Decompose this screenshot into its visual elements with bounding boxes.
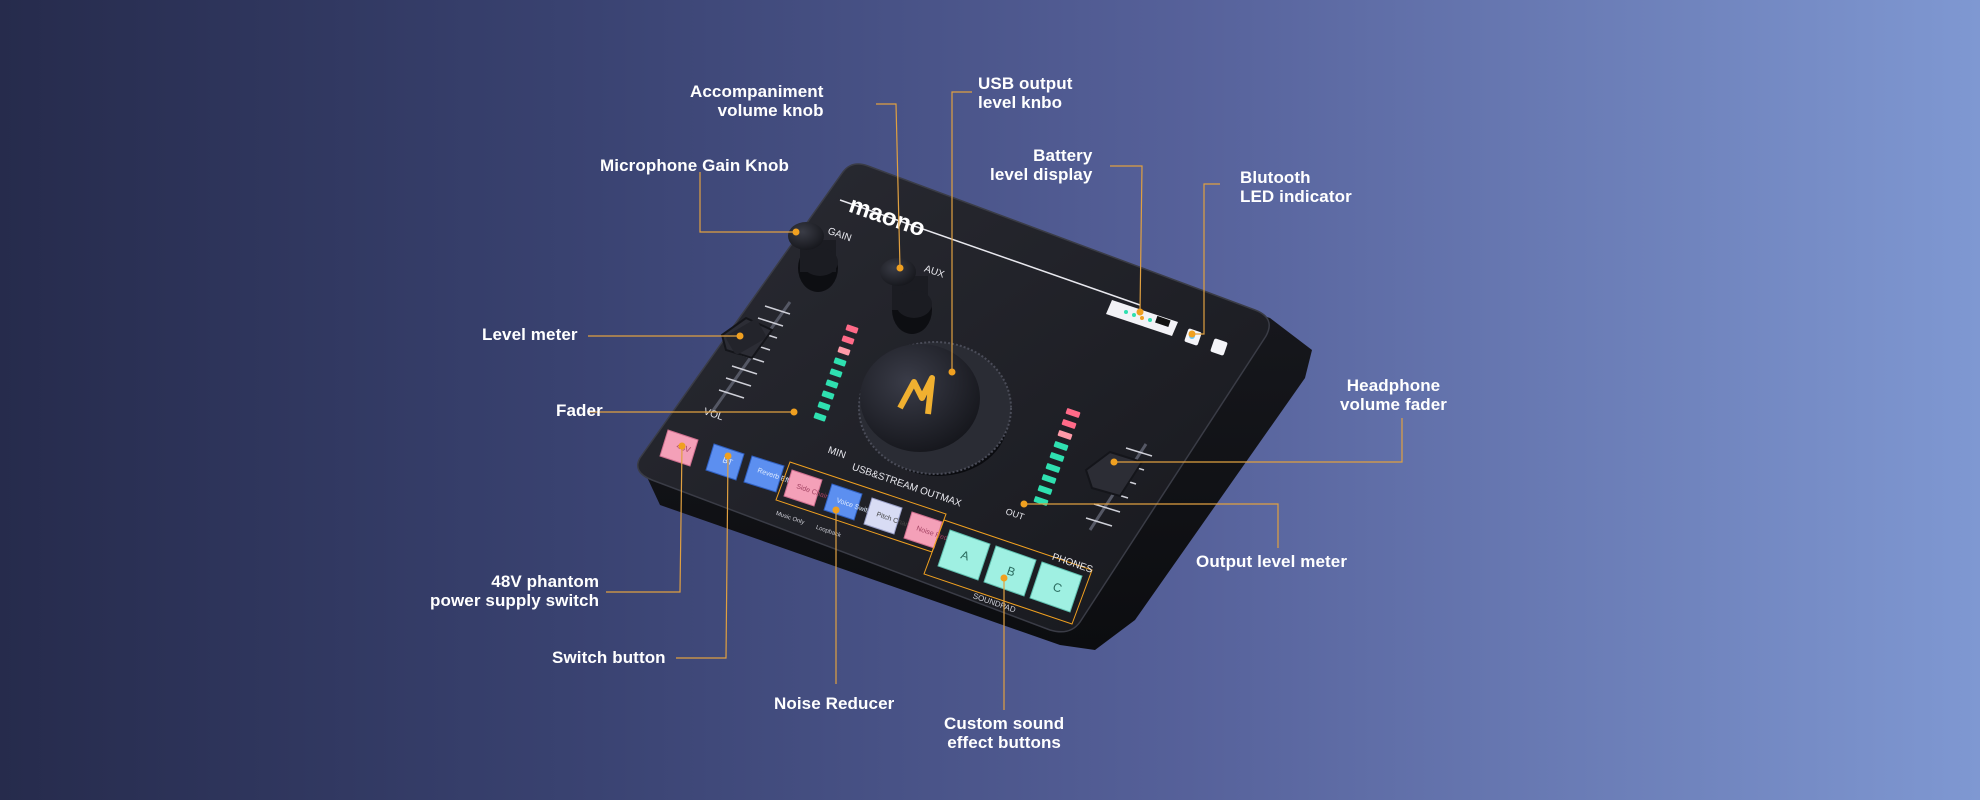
callout-bluetooth-line2: LED indicator	[1240, 187, 1352, 206]
callout-phantom-line2: power supply switch	[430, 591, 600, 610]
soundpad-frame	[923, 519, 1093, 625]
callout-accompaniment-line2: volume knob	[717, 101, 824, 120]
callout-mic-gain-line1: Microphone Gain Knob	[600, 156, 789, 175]
aux-knob	[880, 258, 932, 334]
pad-c-button[interactable]: C	[1029, 561, 1083, 613]
callout-output-meter-line1: Output level meter	[1196, 552, 1348, 571]
callout-level-meter: Level meter	[482, 325, 578, 344]
panel-line	[839, 199, 1141, 306]
callout-usb-output-line1: USB output	[978, 74, 1073, 93]
callout-custom-sound-line2: effect buttons	[947, 733, 1061, 752]
callout-headphone-fader-line1: Headphone	[1346, 376, 1441, 395]
input-level-meter	[813, 324, 859, 422]
callout-headphone-fader: Headphone volume fader	[1340, 376, 1447, 414]
callout-battery-line1: Battery	[1033, 146, 1093, 165]
callout-noise-reducer-line1: Noise Reducer	[774, 694, 895, 713]
callout-accompaniment-line1: Accompaniment	[690, 82, 824, 101]
callout-fader: Fader	[556, 401, 603, 420]
callout-fader-line1: Fader	[556, 401, 603, 420]
headphone-fader	[1084, 443, 1153, 531]
callout-usb-output: USB output level knbo	[978, 74, 1072, 112]
callout-mic-gain: Microphone Gain Knob	[600, 156, 789, 175]
side-chain-button[interactable]: Side Chain	[783, 469, 830, 507]
soundpad: A B C	[923, 519, 1093, 625]
callout-switch-button: Switch button	[552, 648, 666, 667]
callout-custom-sound-line1: Custom sound	[944, 714, 1065, 733]
callout-bluetooth: Blutooth LED indicator	[1240, 168, 1352, 206]
callout-battery-line2: level display	[990, 165, 1093, 184]
callout-switch-button-line1: Switch button	[552, 648, 666, 667]
callout-lines	[588, 91, 1403, 710]
callout-noise-reducer: Noise Reducer	[774, 694, 894, 713]
callout-level-meter-line1: Level meter	[482, 325, 578, 344]
pad-b-button[interactable]: B	[983, 545, 1037, 597]
callout-custom-sound: Custom sound effect buttons	[944, 714, 1064, 752]
callout-dots	[678, 228, 1196, 582]
mic-fader	[710, 301, 792, 413]
pad-a-button[interactable]: A	[937, 529, 991, 581]
usb-stream-out-knob	[858, 341, 1012, 476]
callout-phantom-line1: 48V phantom	[491, 572, 600, 591]
callout-bluetooth-line1: Blutooth	[1240, 168, 1311, 187]
callout-accompaniment: Accompaniment volume knob	[690, 82, 824, 120]
callout-usb-output-line2: level knbo	[978, 93, 1063, 112]
battery-display	[1106, 300, 1178, 336]
callout-battery: Battery level display	[990, 146, 1092, 184]
aux-led	[1210, 338, 1228, 356]
callout-phantom: 48V phantom power supply switch	[430, 572, 599, 610]
callout-headphone-fader-line2: volume fader	[1340, 395, 1448, 414]
callout-output-meter: Output level meter	[1196, 552, 1347, 571]
